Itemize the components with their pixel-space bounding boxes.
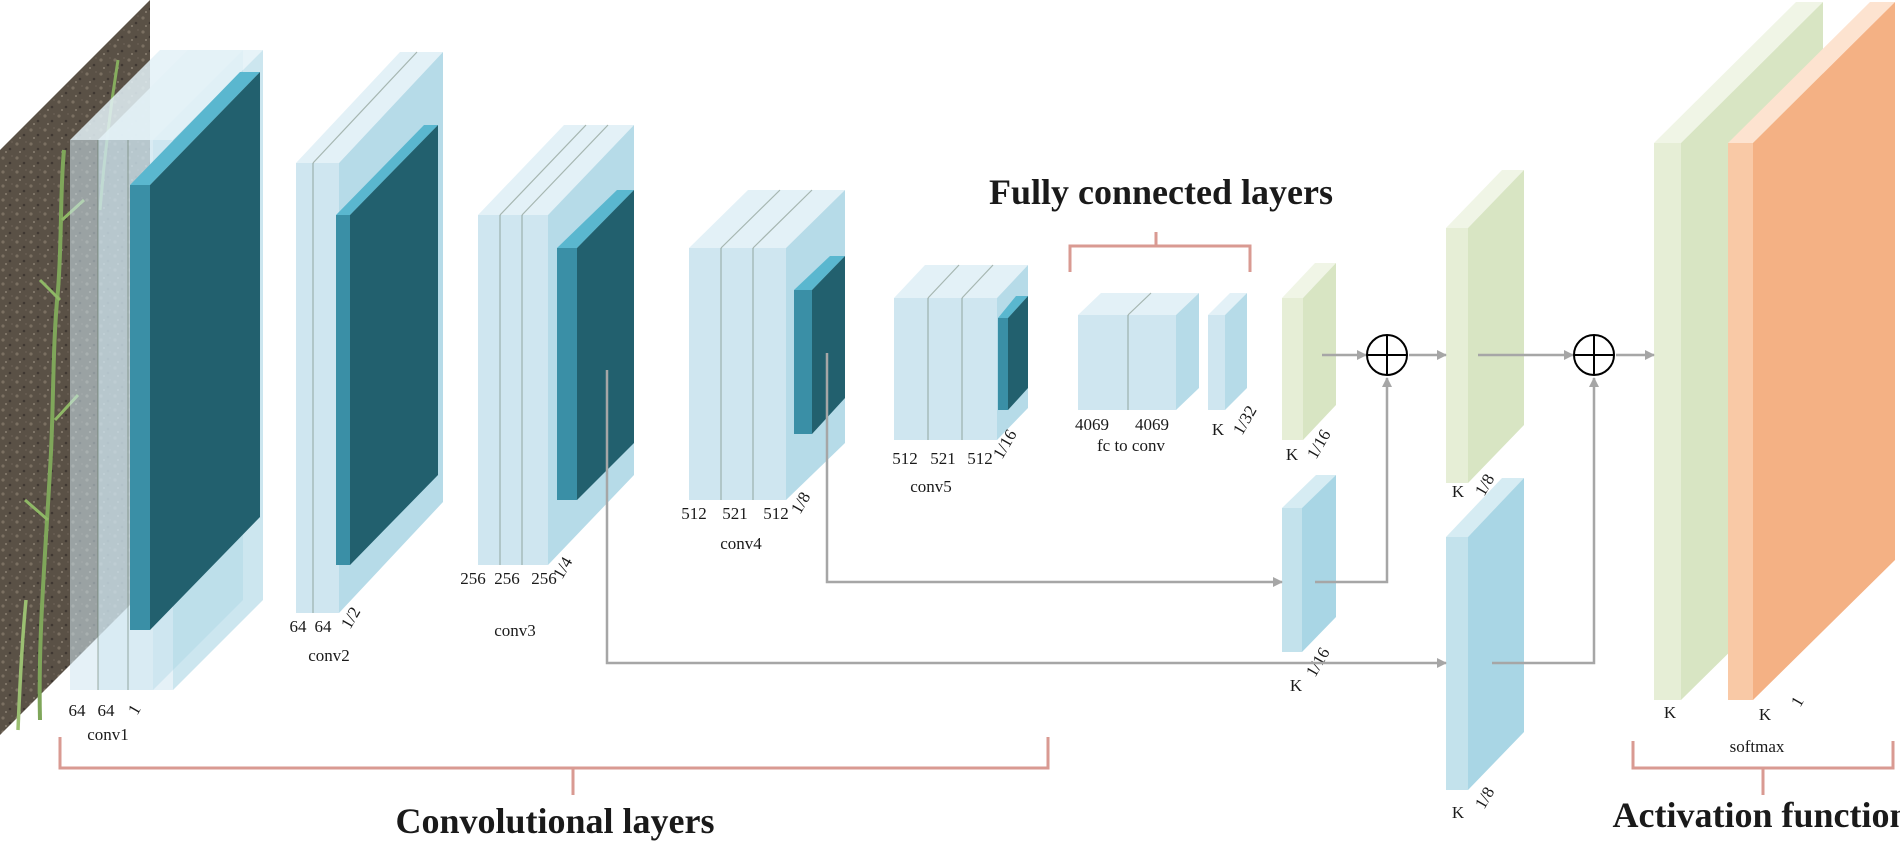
skip-arrow-conv4 <box>825 353 1283 587</box>
fc-bracket <box>1068 232 1252 272</box>
conv4-feature-map <box>794 256 845 434</box>
conv4-ch3-label: 512 <box>763 504 789 523</box>
conv2-feature-map <box>336 125 438 565</box>
conv4-ch1-label: 512 <box>681 504 707 523</box>
conv2-ch2-label: 64 <box>315 617 333 636</box>
activation-bracket <box>1631 741 1895 795</box>
score-block-1-16: K 1/16 <box>1282 263 1336 464</box>
fully-connected-title: Fully connected layers <box>989 172 1333 212</box>
conv5-ch2-label: 521 <box>930 449 956 468</box>
softmax-label: softmax <box>1730 737 1785 756</box>
conv3-ch3-label: 256 <box>531 569 557 588</box>
score-b-k-label: K <box>1452 482 1465 501</box>
arrow-pool3-to-sum2 <box>1492 377 1599 665</box>
conv1-ch2-label: 64 <box>98 701 116 720</box>
conv1-ch1-label: 64 <box>69 701 87 720</box>
fc-score-block: K 1/32 <box>1208 293 1261 439</box>
sum-node-2 <box>1573 334 1615 376</box>
conv4-block: 512 521 512 1/8 conv4 <box>681 189 845 553</box>
fc-k-label: K <box>1212 420 1225 439</box>
conv3-feature-map <box>557 190 634 500</box>
arrow-pool4-to-sum1 <box>1315 377 1392 584</box>
conv5-block: 512 521 512 1/16 conv5 <box>892 264 1028 496</box>
conv4-ch2-label: 521 <box>722 504 748 523</box>
conv3-name-label: conv3 <box>494 621 536 640</box>
out-k1-label: K <box>1664 703 1677 722</box>
sum-node-1 <box>1366 334 1408 376</box>
pool3-scale-label: 1/8 <box>1471 784 1498 812</box>
conv5-name-label: conv5 <box>910 477 952 496</box>
conv1-feature-map <box>130 72 260 630</box>
convolutional-title: Convolutional layers <box>395 801 714 841</box>
pool3-score-block: K 1/8 <box>1446 478 1524 822</box>
connectors <box>605 350 1655 668</box>
fc-ch1-label: 4069 <box>1075 415 1109 434</box>
conv2-name-label: conv2 <box>308 646 350 665</box>
conv3-ch2-label: 256 <box>494 569 520 588</box>
fc-block: 4069 4069 fc to conv <box>1075 292 1199 455</box>
conv4-name-label: conv4 <box>720 534 762 553</box>
activation-title: Activation function <box>1613 795 1900 835</box>
skip-arrow-conv3 <box>605 370 1447 668</box>
conv1-block: 64 64 1 conv1 <box>69 50 263 744</box>
conv3-ch1-label: 256 <box>460 569 486 588</box>
conv2-block: 64 64 1/2 conv2 <box>290 51 443 665</box>
conv2-ch1-label: 64 <box>290 617 308 636</box>
conv3-block: 256 256 256 1/4 conv3 <box>460 124 634 640</box>
conv5-ch3-label: 512 <box>967 449 993 468</box>
conv1-name-label: conv1 <box>87 725 129 744</box>
score-block-1-8: K 1/8 <box>1446 170 1524 501</box>
pool3-k-label: K <box>1452 803 1465 822</box>
pool4-k-label: K <box>1290 676 1303 695</box>
fc-ch2-label: 4069 <box>1135 415 1169 434</box>
conv-bracket <box>58 737 1050 795</box>
fc-name-label: fc to conv <box>1097 436 1165 455</box>
softmax-block: K 1 softmax <box>1728 2 1895 756</box>
score-a-k-label: K <box>1286 445 1299 464</box>
fc-scale-label: 1/32 <box>1229 402 1261 438</box>
out-scale-label: 1 <box>1787 693 1808 710</box>
out-k2-label: K <box>1759 705 1772 724</box>
conv1-scale-label: 1 <box>124 701 145 718</box>
conv5-feature-map <box>998 296 1028 410</box>
conv5-ch1-label: 512 <box>892 449 918 468</box>
